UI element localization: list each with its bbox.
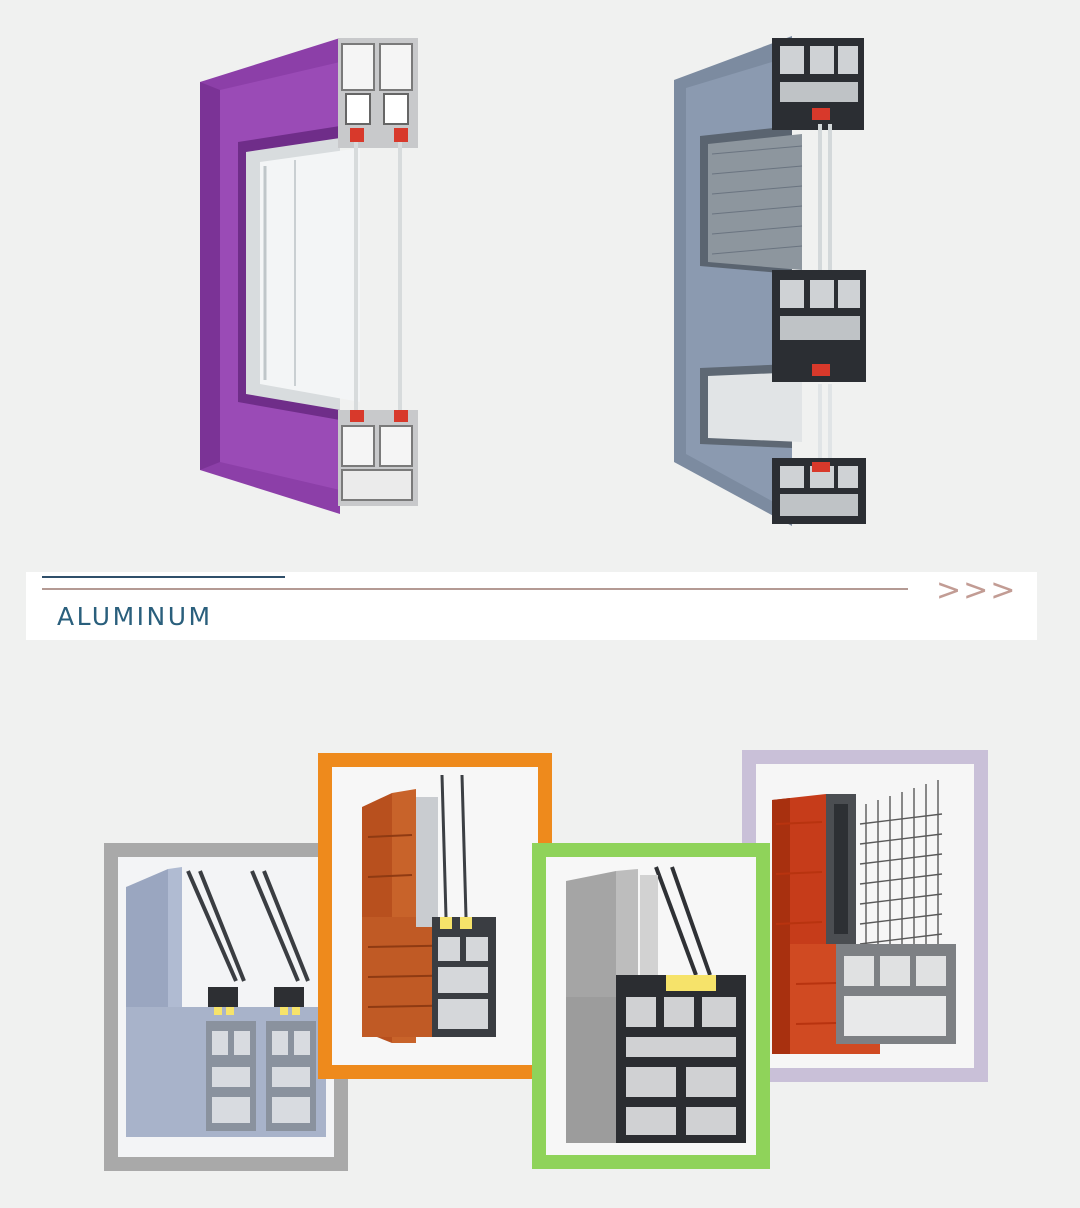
section-banner: >>> ALUMINUM [26, 572, 1037, 640]
card-orange [318, 753, 552, 1079]
green-card-profile-image [546, 857, 756, 1155]
section-title: ALUMINUM [57, 602, 213, 631]
card-gray [104, 843, 348, 1171]
banner-accent-line [42, 576, 285, 578]
purple-window-profile-image [190, 30, 430, 520]
lavender-card-profile-image [756, 764, 974, 1068]
card-green [532, 843, 770, 1169]
card-lavender [742, 750, 988, 1082]
banner-divider-line [42, 588, 908, 590]
chevrons-right-icon: >>> [936, 573, 1018, 608]
gray-card-profile-image [118, 857, 334, 1157]
grey-blue-window-profile-image [672, 34, 872, 528]
orange-card-profile-image [332, 767, 538, 1065]
